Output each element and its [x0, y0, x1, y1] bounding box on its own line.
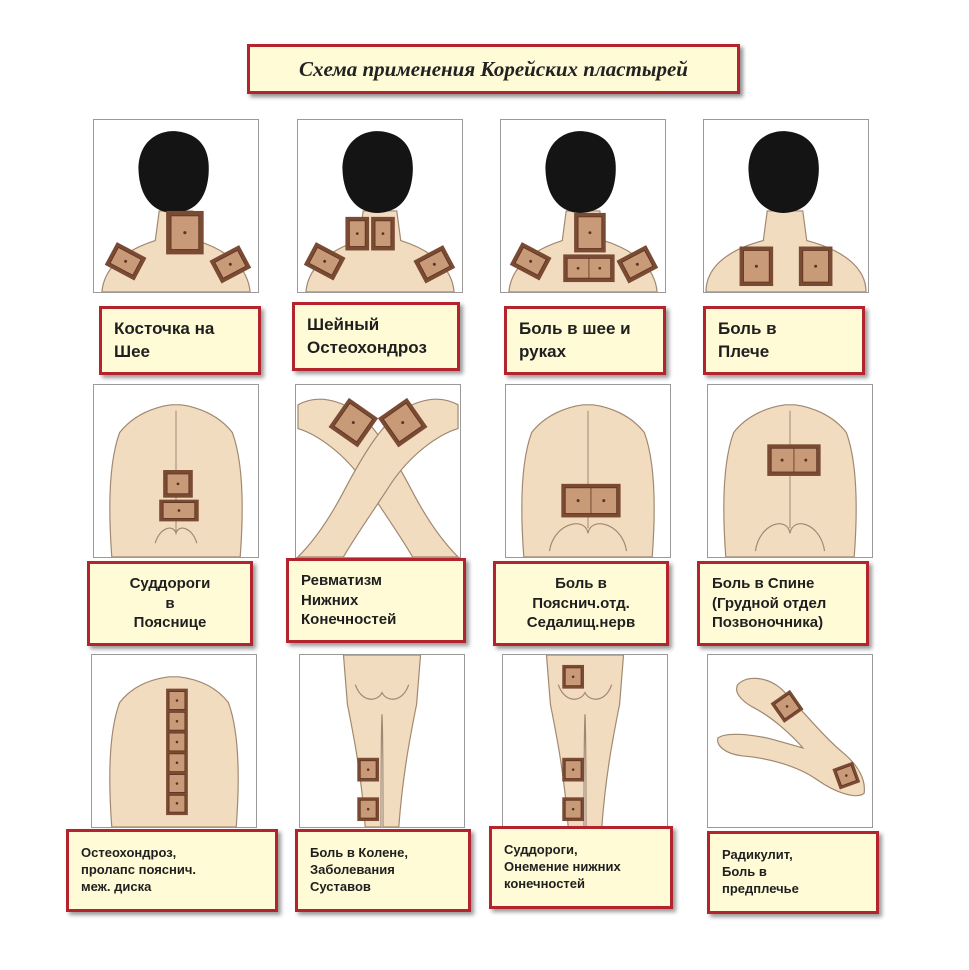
patch [104, 242, 147, 281]
figure-lumbar-cramps [93, 384, 259, 558]
label-neck-arm-pain: Боль в шее и руках [504, 306, 666, 375]
figure-lower-limb-rheumatism [295, 384, 461, 558]
patch [561, 483, 621, 518]
patch-strip [166, 688, 188, 816]
patch [303, 242, 346, 281]
patch [345, 216, 370, 251]
patch [328, 397, 379, 448]
label-shoulder-pain: Боль в Плече [703, 306, 865, 375]
patch [739, 246, 774, 287]
label-lumbar-cramps: Суддороги в Пояснице [87, 561, 253, 646]
label-thoracic-back-pain: Боль в Спине (Грудной отдел Позвоночника… [697, 561, 869, 646]
label-lumbar-disc-prolapse: Остеохондроз, пролапс пояснич. меж. диск… [66, 829, 278, 912]
patch [357, 797, 380, 822]
patch [562, 664, 585, 689]
label-knee-joint-pain: Боль в Колене, Заболевания Суставов [295, 829, 471, 912]
patch [377, 397, 428, 448]
patch [616, 245, 659, 284]
patch [767, 444, 821, 476]
patch [798, 246, 833, 287]
patch [509, 242, 552, 281]
patch [166, 210, 204, 255]
patch [574, 212, 606, 253]
figure-knee-joint-pain [299, 654, 465, 828]
figure-radiculitis-forearm [707, 654, 873, 828]
figure-lumbar-disc-prolapse [91, 654, 257, 828]
figure-cervical-osteochondrosis [297, 119, 463, 293]
patch [371, 216, 395, 251]
patch [562, 757, 585, 782]
figure-thoracic-back-pain [707, 384, 873, 558]
patch [357, 757, 380, 782]
patch [563, 254, 615, 283]
label-lower-limb-rheumatism: Ревматизм Нижних Конечностей [286, 558, 466, 643]
figure-lumbar-sciatica [505, 384, 671, 558]
label-lower-limb-numbness: Суддороги, Онемение нижних конечностей [489, 826, 673, 909]
figure-neck-arm-pain [500, 119, 666, 293]
figure-neck-bone [93, 119, 259, 293]
figure-lower-limb-numbness [502, 654, 668, 828]
label-lumbar-sciatica: Боль в Пояснич.отд. Седалищ.нерв [493, 561, 669, 646]
patch [562, 797, 585, 822]
patch [163, 470, 193, 498]
label-cervical-osteochondrosis: Шейный Остеохондроз [292, 302, 460, 371]
figure-shoulder-pain [703, 119, 869, 293]
patch [832, 761, 861, 790]
label-radiculitis-forearm: Радикулит, Боль в предплечье [707, 831, 879, 914]
patch [159, 499, 199, 522]
page-title: Схема применения Корейских пластырей [247, 44, 740, 94]
label-neck-bone: Косточка на Шее [99, 306, 261, 375]
patch [770, 689, 804, 723]
patch [413, 245, 456, 284]
patch [209, 245, 252, 284]
